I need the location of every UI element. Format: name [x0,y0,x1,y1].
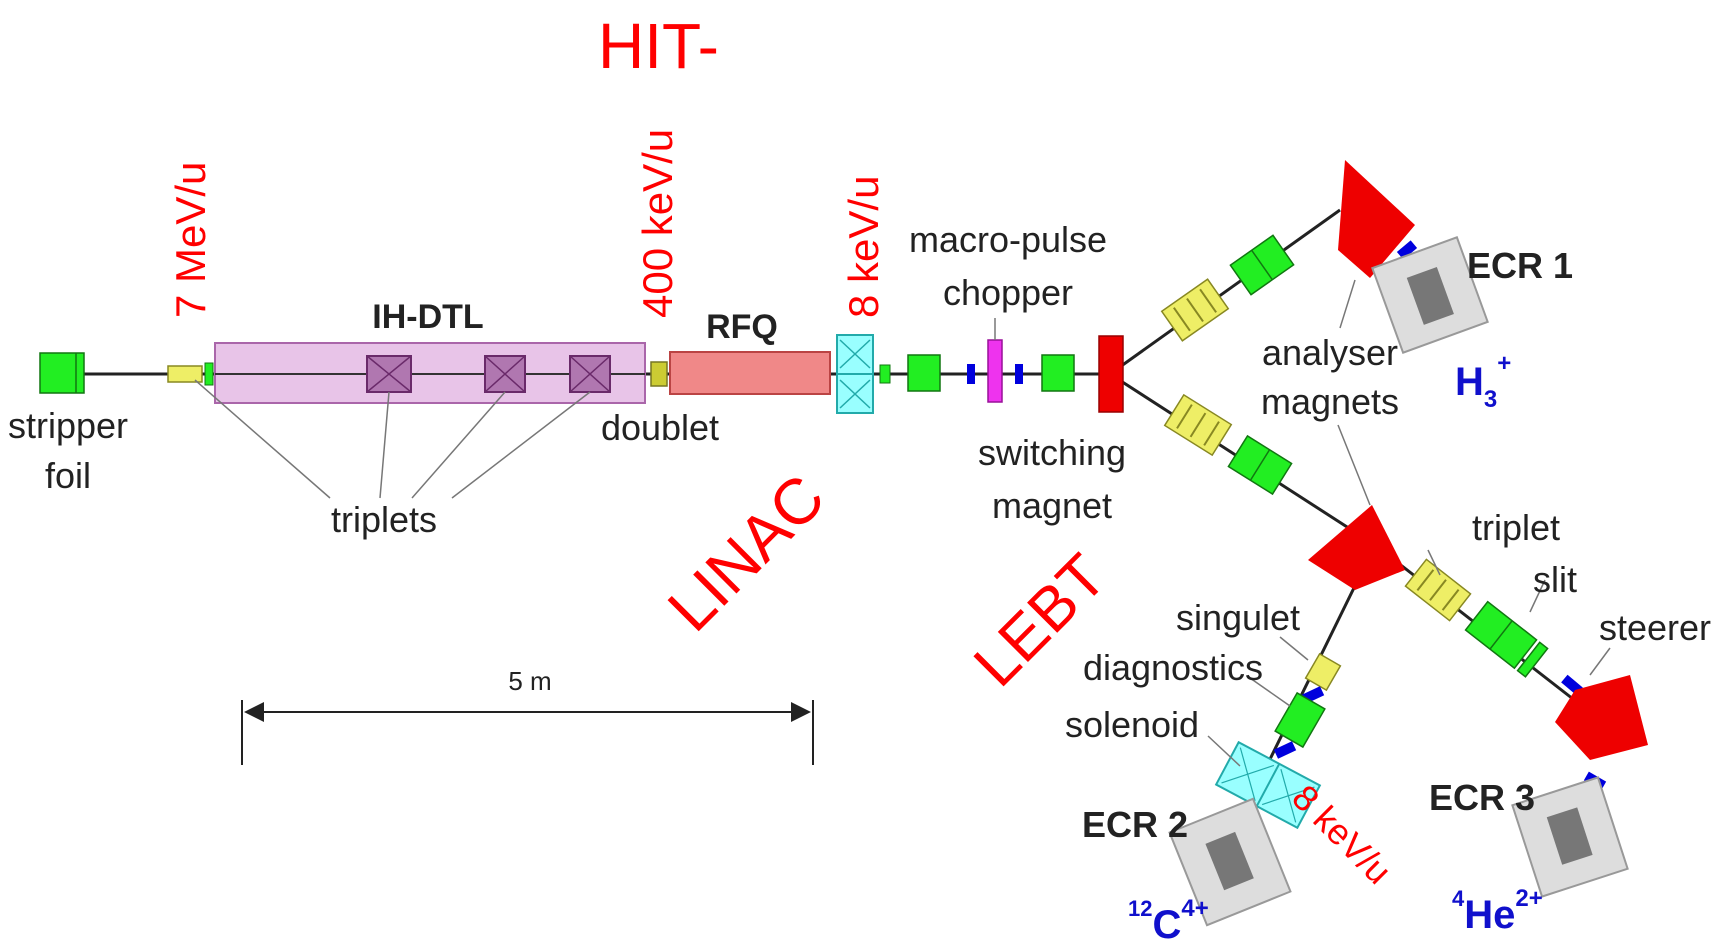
steerer-2 [1015,364,1023,384]
label-foil: foil [45,455,91,496]
label-ecr3: ECR 3 [1429,777,1535,818]
upper-triplet [1160,278,1230,342]
ecr1-source [1371,236,1489,354]
lebt-branch-ecr1 [1109,208,1341,376]
title-hit: HIT- [598,10,719,82]
chopper [987,339,1003,403]
label-magnet: magnet [992,485,1112,526]
leader-lines [194,279,1611,767]
ion-he4: 4He2+ [1452,885,1543,937]
analyser-magnet-3 [1555,675,1648,760]
energy-8kev: 8 keV/u [840,176,887,318]
energy-8kev-ecr2: 8 keV/u [1284,777,1399,892]
label-doublet: doublet [601,407,719,448]
ion-h3: H3+ [1455,350,1511,413]
singulet [1304,652,1342,692]
doublet [650,361,668,387]
ihdtl-triplet-1 [366,355,412,393]
ecr3-quad-slit [1464,600,1549,678]
title-linac: LINAC [654,461,838,645]
label-rfq: RFQ [706,308,778,346]
energy-7mev: 7 MeV/u [167,162,214,318]
ihdtl-triplet-2 [484,355,526,393]
label-ecr2: ECR 2 [1082,804,1188,845]
label-triplets: triplets [331,499,437,540]
quad-1 [907,354,941,392]
rfq-tank [669,351,831,395]
label-triplet: triplet [1472,507,1560,548]
label-singulet: singulet [1176,597,1300,638]
label-macro-pulse: macro-pulse [909,219,1107,260]
label-ihdtl: IH-DTL [372,298,483,336]
lower-triplet [1163,393,1233,457]
label-steerer: steerer [1599,607,1711,648]
steerer-1 [967,364,975,384]
diagnostics-box [1274,691,1326,749]
scale-label: 5 m [508,666,551,696]
label-switching: switching [978,432,1126,473]
quad-2 [1041,354,1075,392]
ihdtl-triplet-3 [569,355,611,393]
label-slit: slit [1533,559,1577,600]
label-diagnostics: diagnostics [1083,647,1263,688]
ecr3-triplet [1404,558,1472,622]
stripper-foil [39,352,85,394]
energy-400kev: 400 keV/u [634,129,681,318]
upper-quad [1229,234,1295,296]
label-analyser: analyser [1262,332,1398,373]
label-solenoid: solenoid [1065,704,1199,745]
label-ecr1: ECR 1 [1467,245,1573,286]
ion-c12: 12C4+ [1128,895,1209,947]
scale-bar: 5 m [241,666,814,765]
label-chopper: chopper [943,272,1073,313]
ecr3-source [1511,776,1629,898]
lower-quad [1227,434,1293,496]
steerer-ecr2-b [1273,741,1297,759]
analyser-magnet-1 [1338,160,1415,278]
steerer-ecr1 [1396,240,1418,260]
switching-magnet [1098,335,1124,413]
ecr2-source [1168,797,1292,927]
label-stripper: stripper [8,405,128,446]
analyser-magnet-2 [1308,505,1405,590]
triplet-small [167,365,203,383]
label-magnets: magnets [1261,381,1399,422]
